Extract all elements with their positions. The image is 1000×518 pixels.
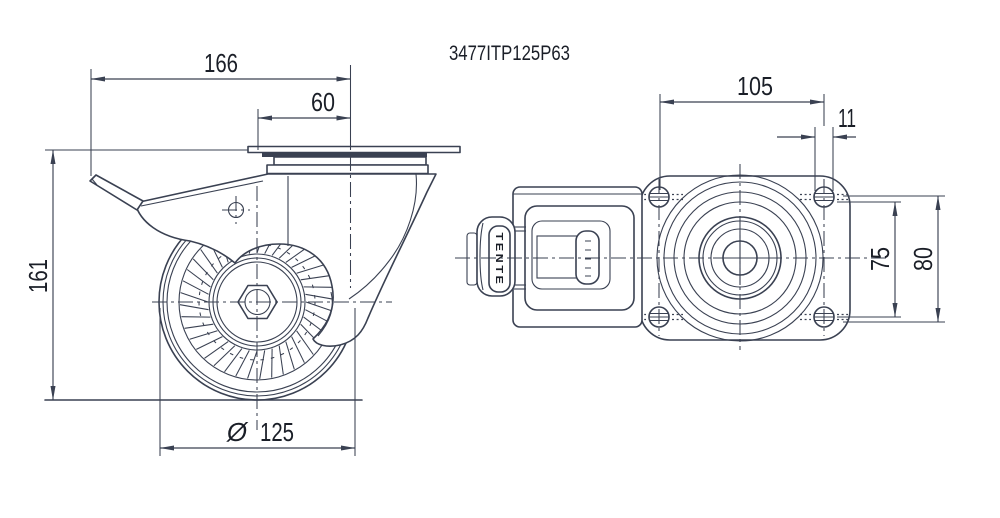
mounting-plate-side <box>247 145 461 175</box>
brake-lever-tip <box>91 178 98 186</box>
wheel-spoke <box>180 292 209 303</box>
dim-text-105: 105 <box>737 71 773 101</box>
dimension-overall-length: 166 <box>90 48 352 176</box>
right-view-centerlines <box>455 164 888 350</box>
wheel-spoke <box>300 275 330 281</box>
left-view-centerlines <box>152 156 392 430</box>
dimension-bolt-hole-width: 11 <box>777 103 856 191</box>
dimension-bolt-spacing-height: 75 <box>837 201 901 318</box>
wheel-spoke <box>291 254 318 268</box>
dimension-overall-height: 161 <box>23 149 248 401</box>
brand-label: TENTE <box>493 233 504 287</box>
dim-text-60: 60 <box>311 87 335 117</box>
pedal-housing-inner <box>531 220 611 290</box>
dimension-plate-span-height: 80 <box>843 195 945 323</box>
wheel-spoke <box>235 350 250 377</box>
wheel-spoke <box>247 350 258 379</box>
dim-text-11: 11 <box>838 103 856 133</box>
wheel-spoke <box>296 330 314 355</box>
wheel-spoke <box>291 336 305 363</box>
top-plate <box>247 145 461 154</box>
dim-text-75: 75 <box>865 247 895 271</box>
swivel-head-band-2 <box>266 164 429 175</box>
fork-foot-inner-curl <box>317 291 333 337</box>
wheel-spoke <box>296 264 325 274</box>
fork-inner-edge <box>348 173 418 300</box>
dim-text-80: 80 <box>908 247 938 271</box>
wheel-spoke <box>305 301 334 312</box>
dimension-swivel-offset: 60 <box>257 87 351 150</box>
part-number: 3477ITP125P63 <box>449 42 570 65</box>
wheel-spoke <box>179 304 209 311</box>
swivel-fork <box>134 173 437 347</box>
wheel-spoke <box>204 341 229 359</box>
pedal-hinge-tab <box>466 232 478 286</box>
brake-lever <box>89 174 144 211</box>
wheel-spoke <box>259 350 266 380</box>
pedal-arm-lines <box>514 226 526 290</box>
left-view-side-elevation: 166 60 161 Ø 125 <box>23 48 461 456</box>
wheel-spoke <box>182 280 209 295</box>
wheel-spoke <box>196 336 223 350</box>
wheel-spoke <box>192 258 214 281</box>
dim-text-161: 161 <box>23 259 53 293</box>
brake-pedal-cap: TENTE <box>476 216 516 297</box>
dim-text-diameter-symbol: Ø <box>226 417 249 447</box>
brand-badge <box>488 225 511 293</box>
wheel-spoke <box>213 345 236 367</box>
dim-text-166: 166 <box>204 48 238 78</box>
wheel-spoke <box>278 345 284 375</box>
brake-housing-top-edge-inner <box>140 180 264 207</box>
plate-shadow-band <box>262 152 427 157</box>
wheel-spoke <box>200 249 218 274</box>
dim-text-125: 125 <box>260 417 294 447</box>
wheel-spoke <box>285 341 295 370</box>
fork-rivet-hole <box>222 196 250 224</box>
pedal-micro-label-marks <box>585 240 591 277</box>
wheel-spoke <box>184 323 214 329</box>
wheel-spoke <box>189 330 218 340</box>
dimension-wheel-diameter: Ø 125 <box>159 308 356 456</box>
wheel-spoke <box>186 269 211 288</box>
pedal-cap-inner-edge <box>479 222 484 291</box>
wheel-spoke <box>305 293 335 300</box>
right-view-plan: TENTE 105 11 75 <box>455 71 945 350</box>
wheel-spoke <box>224 348 243 373</box>
dimension-bolt-spacing-width: 105 <box>659 71 825 190</box>
